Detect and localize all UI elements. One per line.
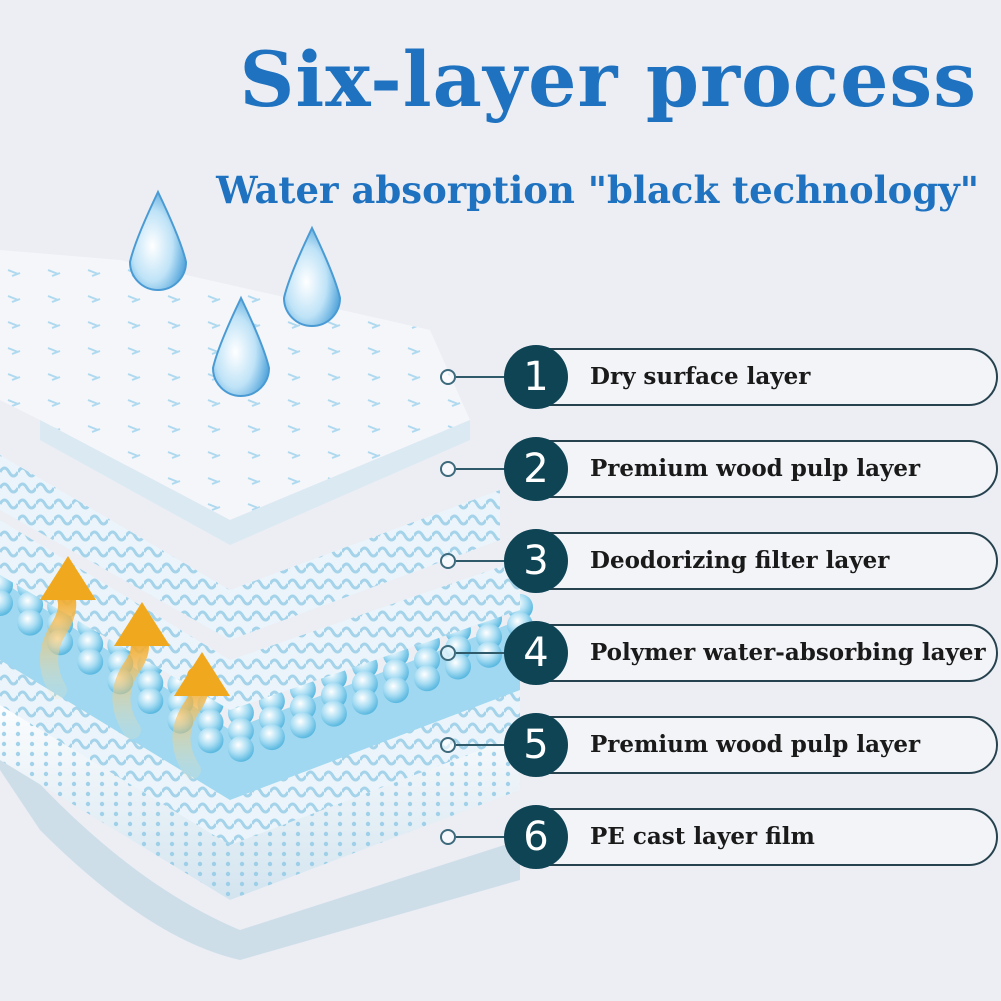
layer-number-badge: 1 — [504, 345, 568, 409]
polymer-bead — [197, 709, 224, 736]
layer-pill — [508, 532, 998, 590]
layer-illustration — [0, 189, 533, 960]
layer-number-badge: 4 — [504, 621, 568, 685]
polymer-bead — [351, 670, 378, 697]
upward-arrow-icon — [40, 556, 96, 699]
connector-line — [456, 652, 526, 654]
layer-pill — [508, 716, 998, 774]
connector-dot-icon — [440, 737, 456, 753]
polymer-bead — [258, 706, 285, 733]
connector-line — [456, 836, 526, 838]
polymer-bead — [17, 609, 44, 636]
layer-label: PE cast layer film — [590, 823, 815, 850]
polymer-bead — [137, 688, 164, 714]
polymer-bead — [476, 623, 502, 650]
layer-pill — [508, 440, 998, 498]
polymer-bead — [17, 591, 44, 618]
layer-item-6: 6 PE cast layer film — [438, 805, 998, 870]
polymer-bead — [382, 677, 409, 704]
connector-dot-icon — [440, 553, 456, 569]
connector-line — [456, 744, 526, 746]
connector-dot-icon — [440, 461, 456, 477]
polymer-bead — [227, 735, 254, 762]
water-drop-icon — [211, 295, 271, 397]
upward-arrow-icon — [172, 652, 230, 779]
polymer-bead — [197, 727, 224, 754]
polymer-bead — [351, 688, 378, 715]
polymer-bead — [77, 648, 104, 675]
layer-item-4: 4 Polymer water-absorbing layer — [438, 621, 998, 686]
polymer-bead — [382, 659, 409, 686]
layer-number-badge: 2 — [504, 437, 568, 501]
layer-number-badge: 6 — [504, 805, 568, 869]
polymer-bead — [320, 700, 347, 727]
layer-item-5: 5 Premium wood pulp layer — [438, 713, 998, 778]
layer-item-2: 2 Premium wood pulp layer — [438, 437, 998, 502]
page-subtitle: Water absorption "black technology" — [216, 168, 979, 212]
polymer-bead — [0, 590, 13, 616]
connector-dot-icon — [440, 829, 456, 845]
layer-label: Deodorizing filter layer — [590, 547, 890, 574]
connector-line — [456, 468, 526, 470]
polymer-bead — [289, 712, 316, 739]
layer-pill — [508, 624, 998, 682]
water-drop-icon — [128, 189, 188, 291]
layer-pill — [508, 348, 998, 406]
layer-label: Polymer water-absorbing layer — [590, 639, 986, 666]
polymer-bead — [476, 641, 502, 668]
connector-line — [456, 560, 526, 562]
layer-item-3: 3 Deodorizing filter layer — [438, 529, 998, 594]
polymer-bead — [414, 647, 440, 674]
upward-arrow-icon — [112, 602, 170, 739]
polymer-bead — [289, 694, 316, 721]
connector-dot-icon — [440, 645, 456, 661]
polymer-bead — [258, 724, 285, 751]
page-title: Six-layer process — [239, 35, 977, 124]
polymer-bead — [77, 630, 104, 657]
polymer-bead — [227, 717, 254, 744]
connector-line — [456, 376, 526, 378]
polymer-bead — [137, 670, 164, 696]
connector-dot-icon — [440, 369, 456, 385]
layer-number-badge: 3 — [504, 529, 568, 593]
polymer-bead — [414, 665, 440, 692]
layer-label: Dry surface layer — [590, 363, 811, 390]
layer-label: Premium wood pulp layer — [590, 455, 921, 482]
layer-label: Premium wood pulp layer — [590, 731, 921, 758]
layer-item-1: 1 Dry surface layer — [438, 345, 998, 410]
polymer-bead — [320, 682, 347, 709]
layer-number-badge: 5 — [504, 713, 568, 777]
water-drop-icon — [282, 225, 342, 327]
